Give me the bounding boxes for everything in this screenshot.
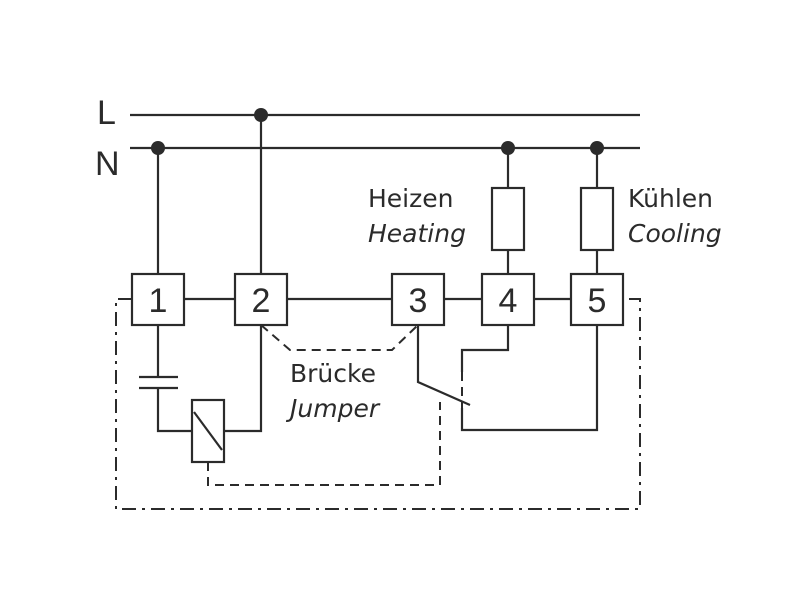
jumper-label-en: Jumper <box>285 394 381 423</box>
terminal-1-label: 1 <box>149 282 168 320</box>
wire-relay-to-terminal-2 <box>224 325 263 433</box>
jumper-label-de: Brücke <box>290 359 376 388</box>
cooling-label-en: Cooling <box>628 219 722 248</box>
terminal-3: 3 <box>390 272 446 327</box>
terminal-1-box <box>130 272 186 327</box>
wire-capacitor-to-relay <box>156 388 192 433</box>
terminal-2: 2 <box>233 272 289 327</box>
l-line-label: L <box>97 94 116 132</box>
housing-outline <box>115 298 641 510</box>
terminal-3-box <box>390 272 446 327</box>
switch-heating-contact <box>460 325 510 372</box>
terminal-4-label: 4 <box>499 282 518 320</box>
terminal-2-box <box>233 272 289 327</box>
jumper-wire <box>260 324 419 351</box>
switch-common-contact <box>416 325 471 407</box>
terminal-5: 5 <box>569 272 625 327</box>
terminal-4: 4 <box>480 272 536 327</box>
heating-load-resistor <box>490 186 526 252</box>
cooling-label-de: Kühlen <box>628 184 713 213</box>
terminal-1: 1 <box>130 272 186 327</box>
terminal-2-label: 2 <box>252 282 271 320</box>
heating-label-en: Heating <box>368 219 466 248</box>
terminal-3-label: 3 <box>409 282 428 320</box>
terminal-5-label: 5 <box>588 282 607 320</box>
terminal-5-box <box>569 272 625 327</box>
cooling-load-resistor <box>579 186 615 252</box>
switch-cooling-contact <box>460 325 599 432</box>
terminal-4-box <box>480 272 536 327</box>
n-line-label: N <box>95 145 120 183</box>
heating-label-de: Heizen <box>368 184 453 213</box>
relay-coil-diagonal <box>193 411 223 451</box>
relay-control-link <box>207 402 441 486</box>
